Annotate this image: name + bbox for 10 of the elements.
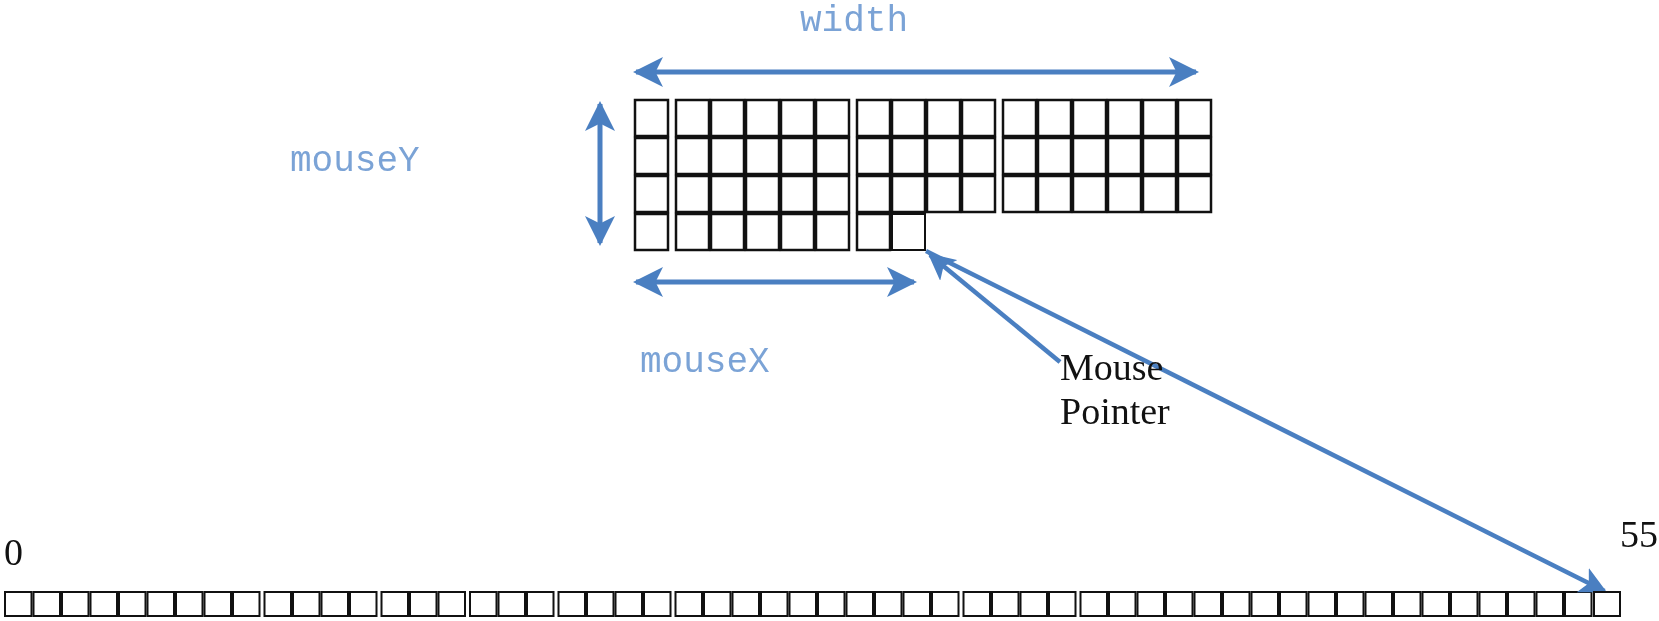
dimension-label: mouseX [640,343,770,383]
arrow [927,253,1062,364]
index-label: 0 [4,530,23,574]
pixel-cell [1592,591,1621,617]
arrow [925,249,1607,593]
pixel-cell [891,213,926,251]
dimension-label: width [800,2,909,42]
index-label: 55 [1620,512,1658,556]
dimension-label: mouseY [290,142,420,182]
annotation-text: Mouse Pointer [1060,345,1171,433]
